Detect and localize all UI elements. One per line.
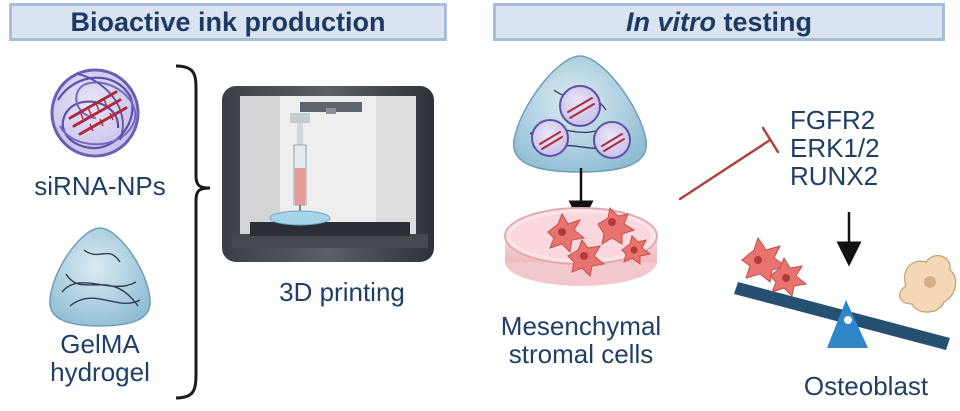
- nanoparticle-icon: [50, 68, 140, 158]
- label-3d-printing: 3D printing: [279, 277, 405, 307]
- header-testing-italic: In vitro: [625, 6, 716, 37]
- bracket-icon: [175, 64, 211, 400]
- label-sirna-nps: siRNA-NPs: [34, 171, 166, 201]
- seesaw-icon: [734, 282, 950, 350]
- cell-icon: [741, 236, 808, 298]
- label-gelma-line2: hydrogel: [50, 357, 150, 388]
- stromal-cell-group: [547, 206, 652, 278]
- label-gelma-hydrogel: GelMA hydrogel: [20, 330, 180, 386]
- label-osteoblast: Osteoblast: [803, 371, 929, 401]
- label-target-fgfr2: FGFR2: [790, 105, 876, 135]
- label-target-erk12: ERK1/2: [790, 133, 880, 164]
- inhibition-arrow-icon: [678, 126, 780, 201]
- hydrogel-icon: [49, 227, 151, 327]
- header-testing-label: In vitro testing: [626, 7, 812, 38]
- label-targets: FGFR2 ERK1/2 RUNX2: [790, 106, 880, 190]
- header-testing: In vitro testing: [493, 3, 945, 41]
- osteoblast-icon: [899, 254, 957, 313]
- syringe-icon: [269, 113, 331, 226]
- printer-icon: [222, 86, 434, 262]
- header-testing-rest: testing: [716, 6, 813, 37]
- label-msc: Mesenchymal stromal cells: [470, 312, 692, 368]
- label-gelma-line1: GelMA: [60, 329, 140, 359]
- label-target-runx2: RUNX2: [790, 161, 879, 192]
- label-msc-line1: Mesenchymal: [500, 311, 662, 341]
- hydrogel-cone-icon: [513, 55, 647, 173]
- label-msc-line2: stromal cells: [508, 339, 654, 370]
- header-production-label: Bioactive ink production: [70, 6, 386, 37]
- header-production: Bioactive ink production: [9, 3, 447, 41]
